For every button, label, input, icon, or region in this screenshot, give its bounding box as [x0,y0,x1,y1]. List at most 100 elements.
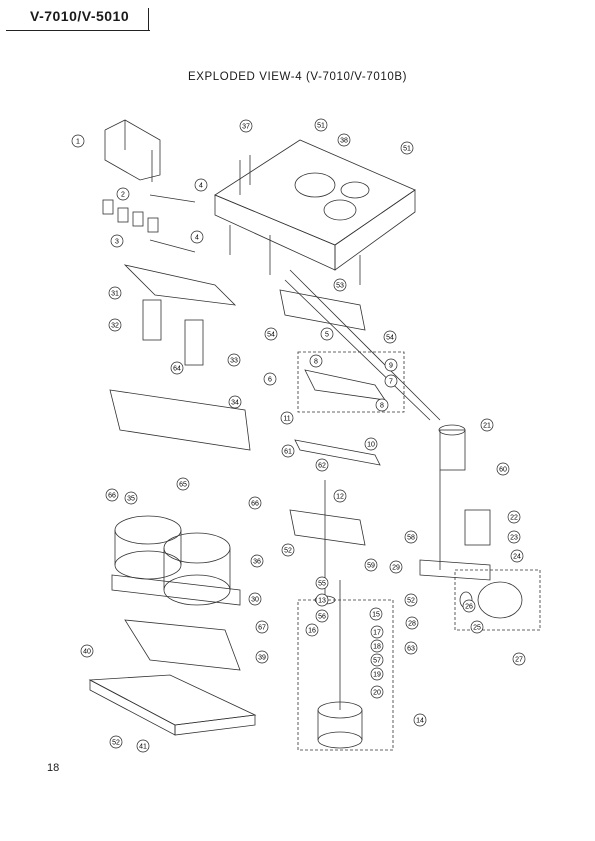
svg-text:35: 35 [127,496,135,503]
left-bracket [105,120,160,182]
callout-18: 18 [371,640,383,652]
svg-text:66: 66 [108,493,116,500]
svg-text:13: 13 [318,598,326,605]
callout-4b: 4 [191,231,203,243]
callout-labels: 1 2 3 4 4 31 32 33 34 64 66 35 65 66 36 … [72,119,525,752]
svg-text:36: 36 [253,559,261,566]
svg-text:18: 18 [373,644,381,651]
svg-text:23: 23 [510,535,518,542]
svg-text:20: 20 [373,690,381,697]
callout-3: 3 [111,235,123,247]
svg-text:16: 16 [308,628,316,635]
svg-text:62: 62 [318,463,326,470]
callout-13: 13 [316,594,328,606]
callout-53: 53 [334,279,346,291]
callout-66b: 66 [249,497,261,509]
callout-7a: 7 [385,375,397,387]
callout-20: 20 [371,686,383,698]
svg-text:58: 58 [407,535,415,542]
svg-text:29: 29 [392,565,400,572]
callout-57: 57 [371,654,383,666]
svg-text:25: 25 [473,625,481,632]
svg-text:22: 22 [510,515,518,522]
svg-text:2: 2 [121,192,125,199]
callout-64: 64 [171,362,183,374]
callout-25: 25 [471,621,483,633]
svg-text:19: 19 [373,672,381,679]
callout-4a: 4 [195,179,207,191]
callout-28: 28 [406,617,418,629]
callout-51a: 51 [315,119,327,131]
callout-23: 23 [508,531,520,543]
svg-text:40: 40 [83,649,91,656]
callout-51b: 51 [401,142,413,154]
svg-text:39: 39 [258,655,266,662]
callout-39: 39 [256,651,268,663]
svg-text:32: 32 [111,323,119,330]
callout-24: 24 [511,550,523,562]
callout-26: 26 [463,600,475,612]
callout-16: 16 [306,624,318,636]
reel-motors [112,516,240,605]
callout-12: 12 [334,490,346,502]
callout-54a: 54 [265,328,277,340]
svg-text:52: 52 [112,740,120,747]
callout-37: 37 [240,120,252,132]
callout-22: 22 [508,511,520,523]
svg-text:24: 24 [513,554,521,561]
svg-text:8: 8 [314,359,318,366]
callout-62: 62 [316,459,328,471]
callout-32: 32 [109,319,121,331]
callout-10: 10 [365,438,377,450]
svg-text:7: 7 [389,379,393,386]
svg-text:8: 8 [380,403,384,410]
callout-9: 9 [385,359,397,371]
callout-8b: 8 [376,399,388,411]
svg-text:4: 4 [199,183,203,190]
right-parts [285,270,540,630]
callout-41: 41 [137,740,149,752]
callout-14: 14 [414,714,426,726]
svg-text:52: 52 [407,598,415,605]
center-column [280,290,404,750]
callout-35: 35 [125,492,137,504]
svg-text:57: 57 [373,658,381,665]
svg-text:4: 4 [195,235,199,242]
callout-27: 27 [513,653,525,665]
svg-text:31: 31 [111,291,119,298]
callout-65: 65 [177,478,189,490]
switch-parts [103,200,158,232]
svg-text:11: 11 [283,416,290,423]
callout-31: 31 [109,287,121,299]
svg-text:12: 12 [336,494,344,501]
svg-text:26: 26 [465,604,473,611]
callout-54b: 54 [384,331,396,343]
callout-60: 60 [497,463,509,475]
svg-text:28: 28 [408,621,416,628]
svg-text:15: 15 [372,612,380,619]
callout-5: 5 [321,328,333,340]
svg-text:51: 51 [317,123,325,130]
svg-text:59: 59 [367,563,375,570]
svg-text:5: 5 [325,332,329,339]
svg-text:14: 14 [416,718,424,725]
callout-40: 40 [81,645,93,657]
svg-text:56: 56 [318,614,326,621]
svg-text:6: 6 [268,377,272,384]
svg-text:41: 41 [139,744,147,751]
chassis-plate [215,140,415,285]
callout-59: 59 [365,559,377,571]
svg-text:33: 33 [230,358,238,365]
svg-text:65: 65 [179,482,187,489]
svg-text:30: 30 [251,597,259,604]
svg-text:53: 53 [336,283,344,290]
svg-text:51: 51 [403,146,411,153]
svg-text:3: 3 [115,239,119,246]
svg-text:61: 61 [284,449,292,456]
svg-text:10: 10 [367,442,375,449]
bottom-plate [90,620,255,735]
callout-21: 21 [481,419,493,431]
callout-67: 67 [256,621,268,633]
callout-15: 15 [370,608,382,620]
